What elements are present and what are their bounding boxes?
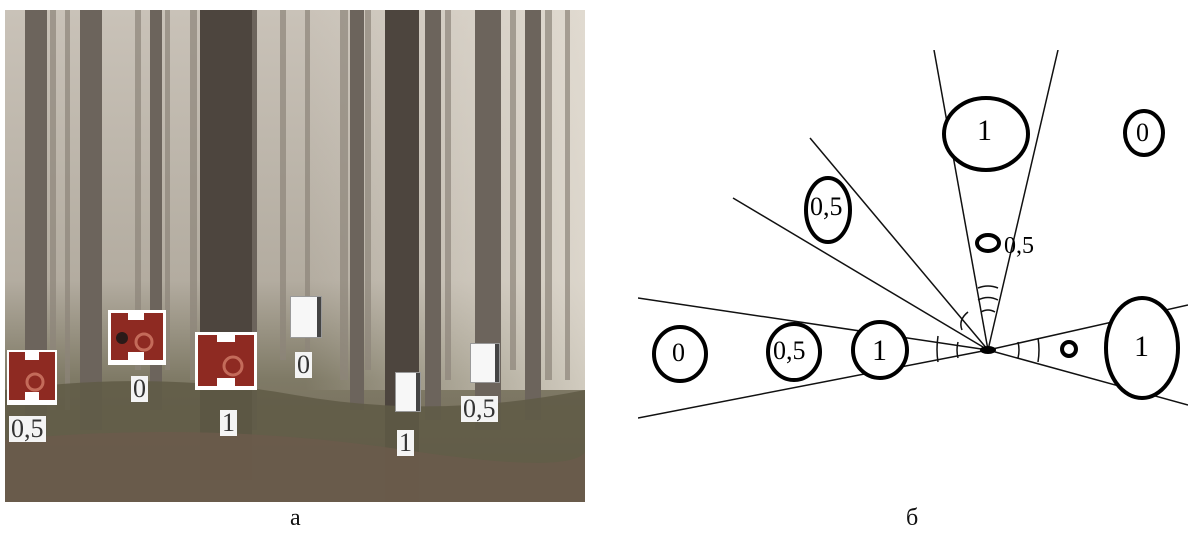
forest-photo: [5, 10, 585, 502]
sector-ray: [810, 138, 988, 350]
diagram-label: 1: [977, 116, 992, 146]
caption-right: б: [906, 505, 918, 532]
diagram-label: 1: [872, 336, 887, 366]
diagram-label: 0: [672, 340, 685, 366]
target-circle: [1062, 342, 1076, 356]
sector-ray: [934, 50, 988, 350]
marker-value-tag: 0,5: [461, 396, 498, 422]
marker-value-tag: 0,5: [9, 416, 46, 442]
diagram-label: 0,5: [1004, 234, 1034, 258]
diagram-label: 1: [1134, 332, 1149, 362]
sector-ray: [988, 50, 1058, 350]
diagram-label: 0,5: [810, 194, 843, 220]
sector-diagram: [638, 50, 1188, 450]
sector-diagram-panel: 1 0 0,5 0,5 0 0,5 1 1: [638, 50, 1188, 450]
marker-value-tag: 1: [397, 430, 414, 456]
white-marker: [290, 296, 322, 338]
sector-ray: [733, 198, 988, 350]
diagram-label: 0,5: [773, 338, 806, 364]
marker-value-tag: 0: [295, 352, 312, 378]
apex-point: [980, 346, 996, 354]
caption-left: а: [290, 505, 301, 532]
red-marker: [108, 310, 166, 365]
white-marker: [395, 372, 421, 412]
red-marker: [195, 332, 257, 390]
marker-value-tag: 1: [220, 410, 237, 436]
white-marker: [470, 343, 500, 383]
forest-photo-panel: 0,5 0 1 0 1 0,5: [5, 10, 585, 502]
diagram-label: 0: [1136, 120, 1149, 146]
red-marker: [7, 350, 57, 405]
marker-value-tag: 0: [131, 376, 148, 402]
target-circle: [977, 235, 999, 251]
